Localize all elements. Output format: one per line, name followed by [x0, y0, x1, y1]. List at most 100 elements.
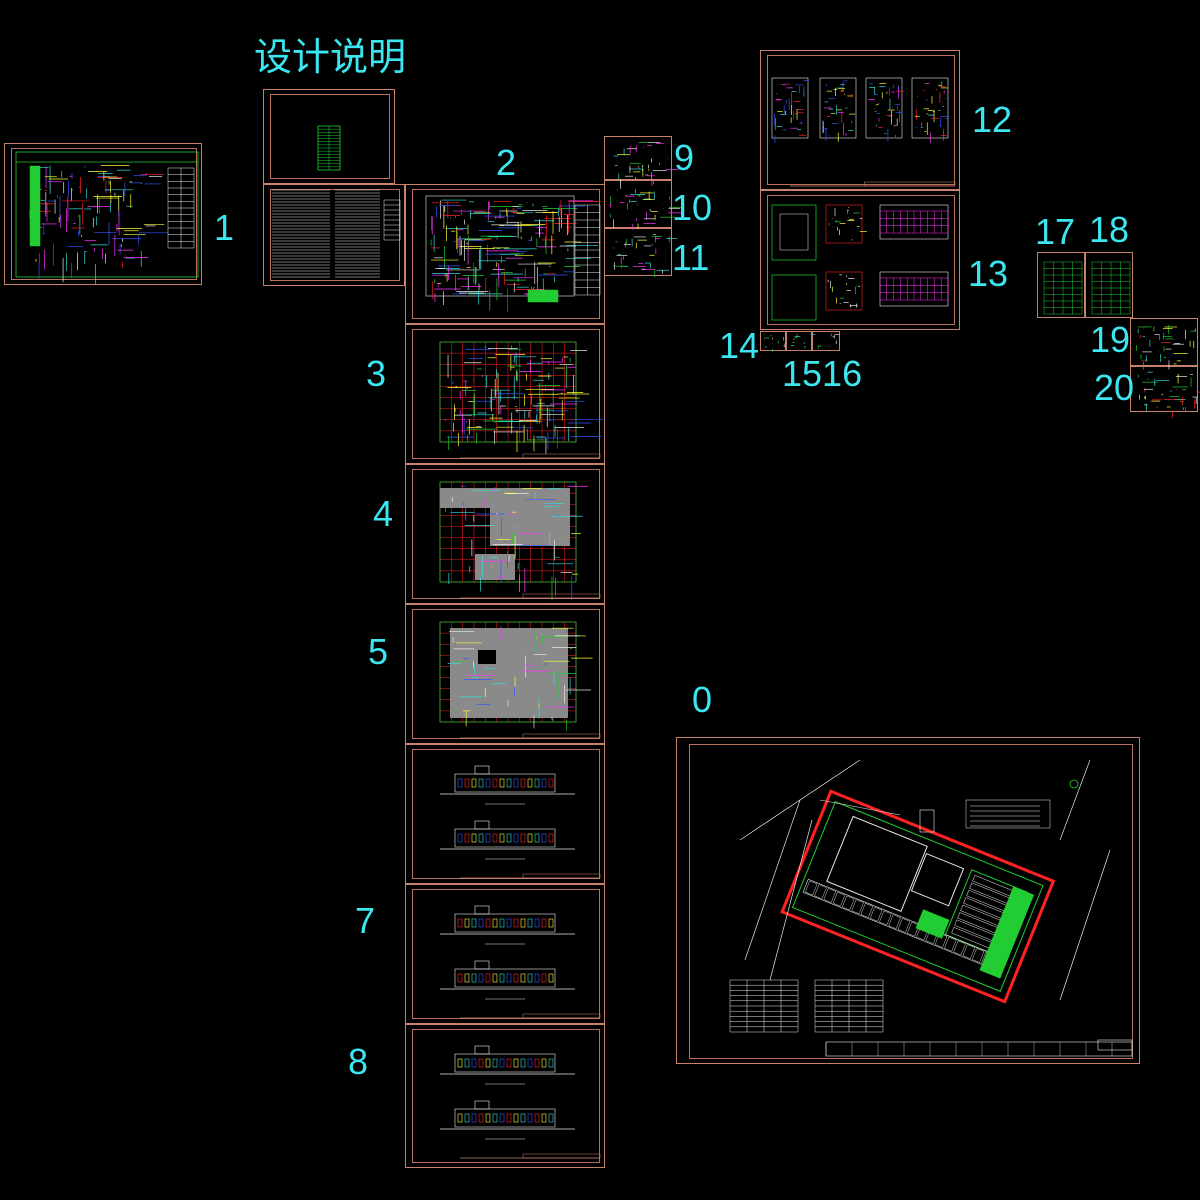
sheet-7[interactable]	[405, 884, 605, 1024]
window	[499, 973, 505, 983]
sheet-16[interactable]	[812, 331, 840, 351]
title-block	[864, 181, 956, 187]
fill-area	[490, 488, 570, 546]
window	[464, 1113, 470, 1123]
road-edge	[1059, 759, 1091, 841]
window	[506, 833, 512, 843]
window	[485, 973, 491, 983]
sheet-15[interactable]	[786, 331, 812, 351]
elevation	[454, 1108, 556, 1128]
building-footprint	[826, 815, 928, 912]
window	[534, 1113, 540, 1123]
window	[464, 1058, 470, 1068]
plan	[771, 204, 817, 261]
section	[825, 271, 863, 311]
sheet-2-frame	[412, 189, 600, 319]
window	[506, 973, 512, 983]
window	[457, 833, 463, 843]
sheet-label-7: 7	[355, 900, 376, 941]
window	[464, 918, 470, 928]
north-arrow	[1069, 779, 1079, 789]
window	[485, 778, 491, 788]
title-block	[522, 733, 601, 739]
sheet-18[interactable]	[1085, 252, 1133, 318]
floor-outline	[439, 621, 577, 723]
sheet-0[interactable]	[676, 737, 1140, 1064]
window	[506, 778, 512, 788]
window	[471, 973, 477, 983]
window	[520, 918, 526, 928]
sheet-17[interactable]	[1037, 252, 1085, 318]
window	[548, 973, 554, 983]
sheet-4-frame	[412, 469, 600, 599]
window	[534, 778, 540, 788]
site-red-line	[780, 789, 1056, 1004]
sheet-label-18: 18	[1089, 209, 1130, 250]
sheet-11[interactable]	[604, 228, 672, 276]
sheet-label-13: 13	[968, 253, 1009, 294]
window	[541, 918, 547, 928]
unit-plan	[911, 77, 949, 139]
parking-stall	[897, 918, 911, 933]
site-green-line	[791, 801, 1044, 992]
window	[464, 778, 470, 788]
window	[506, 918, 512, 928]
sheet-5[interactable]	[405, 604, 605, 744]
title-block	[522, 1013, 601, 1019]
window	[548, 918, 554, 928]
window	[471, 918, 477, 928]
window	[478, 778, 484, 788]
parking-stall	[832, 891, 846, 907]
sheet-label-17: 17	[1035, 211, 1076, 252]
window	[471, 1113, 477, 1123]
tower	[474, 1045, 490, 1055]
tower	[474, 905, 490, 915]
window	[513, 778, 519, 788]
general-notes	[965, 799, 1051, 829]
road-edge	[769, 819, 813, 981]
window	[527, 1058, 533, 1068]
window	[541, 973, 547, 983]
title-block	[522, 453, 601, 459]
sheet-6[interactable]	[405, 744, 605, 884]
window	[513, 973, 519, 983]
sheet-label-4: 4	[373, 493, 394, 534]
elevation	[454, 968, 556, 988]
fill-area	[475, 554, 515, 580]
sheet-20[interactable]	[1130, 366, 1198, 412]
window	[471, 1058, 477, 1068]
window	[478, 918, 484, 928]
title-block	[1097, 1039, 1133, 1051]
window	[457, 918, 463, 928]
sheet-label-9: 9	[674, 137, 695, 178]
sheet-12[interactable]	[760, 50, 960, 190]
sheet-label-5: 5	[368, 631, 389, 672]
sheet-14[interactable]	[760, 331, 786, 351]
elevation	[454, 828, 556, 848]
sheet-label-19: 19	[1090, 319, 1131, 360]
window	[478, 1113, 484, 1123]
sheet-label-12: 12	[972, 99, 1013, 140]
parking-stall	[842, 895, 855, 911]
sheet-8[interactable]	[405, 1024, 605, 1168]
unit-plan	[771, 77, 809, 139]
parking-stall	[944, 936, 957, 952]
sheet-19[interactable]	[1130, 318, 1198, 366]
parking-stall	[888, 914, 901, 930]
window	[492, 918, 498, 928]
sheet-label-11: 11	[672, 237, 710, 278]
tower	[474, 1100, 490, 1110]
parking-stall	[962, 944, 976, 959]
parking-stall	[953, 940, 966, 956]
window	[541, 1058, 547, 1068]
greenery	[915, 909, 950, 939]
sheet-0-frame	[689, 744, 1133, 1059]
window	[478, 1058, 484, 1068]
fill-area	[450, 628, 568, 718]
window	[492, 1113, 498, 1123]
window	[506, 1113, 512, 1123]
sheet-1-frame	[11, 148, 197, 280]
window	[478, 833, 484, 843]
window	[527, 778, 533, 788]
